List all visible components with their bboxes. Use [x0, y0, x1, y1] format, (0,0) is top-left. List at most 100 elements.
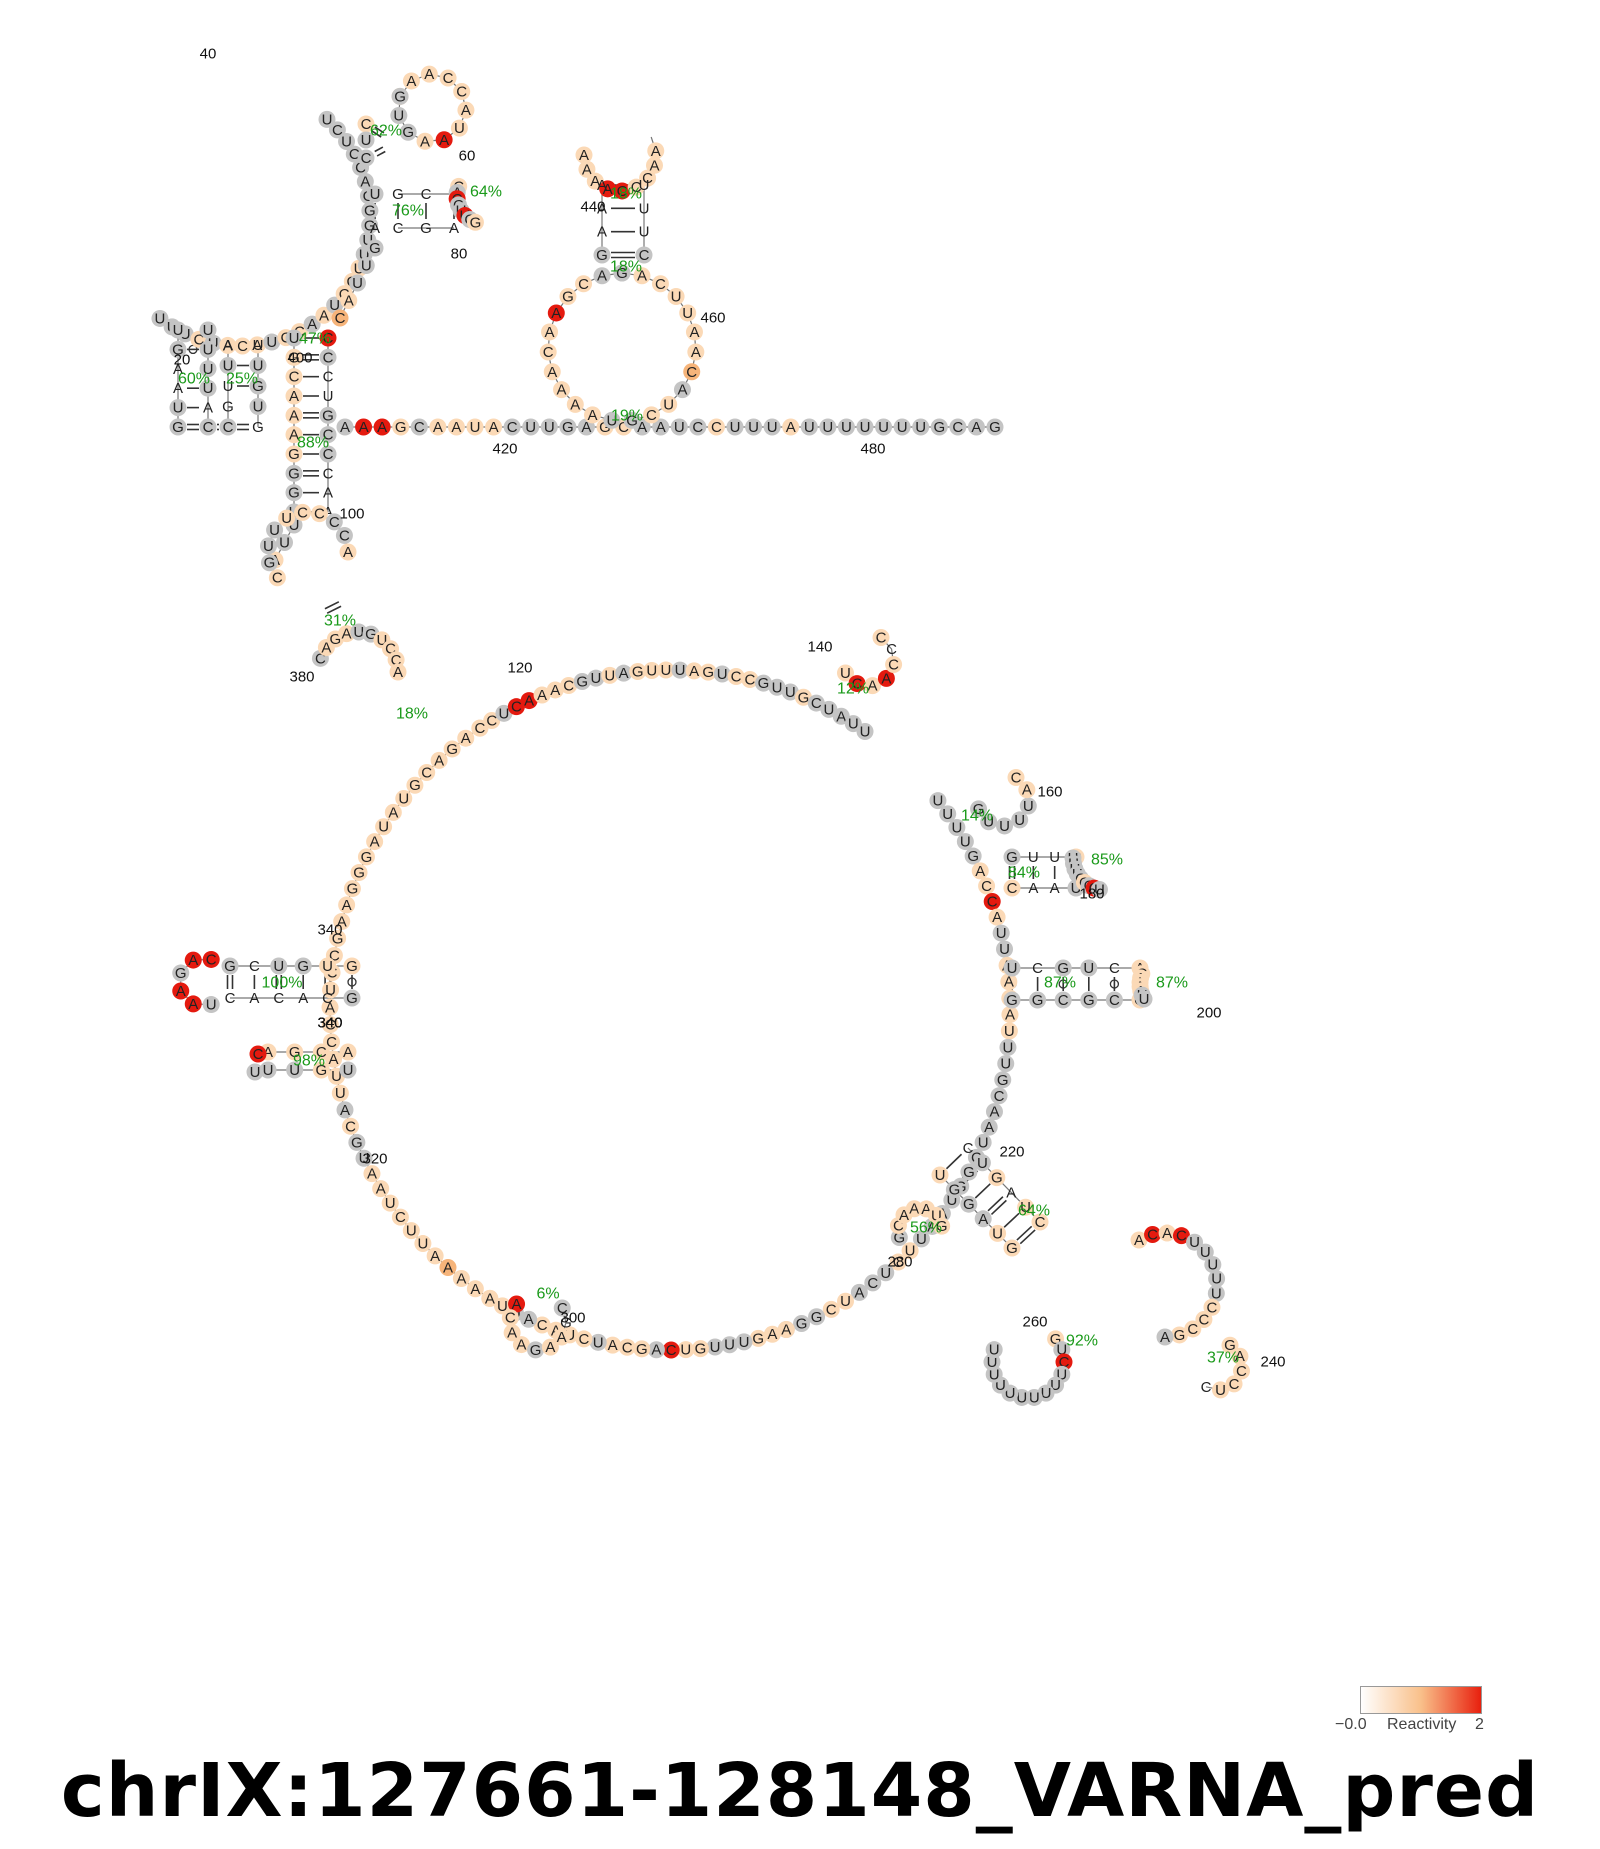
loop-nucleotide: U	[395, 790, 413, 808]
loop-nucleotide: A	[366, 833, 384, 851]
loop-nucleotide: A	[452, 1269, 470, 1287]
nucleotide: C	[1054, 991, 1072, 1009]
nucleotide: A	[249, 990, 259, 1007]
svg-text:U: U	[841, 419, 852, 436]
loop-nucleotide: A	[338, 896, 356, 914]
helix-confidence-label: 18%	[396, 706, 428, 723]
svg-text:A: A	[557, 1329, 567, 1346]
nucleotide: A	[339, 543, 357, 561]
svg-text:U: U	[977, 1155, 988, 1172]
svg-text:A: A	[323, 504, 333, 521]
svg-text:U: U	[639, 224, 650, 241]
nucleotide: C	[285, 368, 303, 386]
svg-text:G: G	[175, 965, 187, 982]
svg-text:C: C	[563, 677, 574, 694]
nucleotide: G	[1170, 1326, 1188, 1344]
helix-confidence-label: 64%	[1018, 1203, 1050, 1220]
nucleotide: C	[501, 1309, 519, 1327]
nucleotide: G	[286, 1043, 304, 1061]
loop-nucleotide: A	[533, 686, 551, 704]
svg-text:U: U	[1083, 960, 1094, 977]
position-label: 240	[1260, 1354, 1285, 1371]
svg-text:U: U	[203, 341, 214, 358]
svg-text:G: G	[973, 801, 985, 818]
nucleotide: C	[393, 220, 404, 237]
svg-text:G: G	[446, 741, 458, 758]
helix-confidence-label: 31%	[324, 613, 356, 630]
loop-nucleotide: G	[691, 1340, 709, 1358]
loop-nucleotide: G	[443, 740, 461, 758]
base-pair-bond	[1019, 1229, 1036, 1245]
svg-text:U: U	[359, 1150, 370, 1167]
loop-nucleotide: C	[727, 667, 745, 685]
loop-nucleotide: U	[671, 661, 689, 679]
nucleotide: A	[541, 323, 559, 341]
nucleotide: C	[1201, 1379, 1212, 1396]
base-pair-bond	[376, 150, 386, 157]
nucleotide: A	[543, 363, 561, 381]
svg-text:C: C	[893, 1254, 904, 1271]
svg-text:U: U	[497, 1298, 508, 1315]
svg-text:G: G	[636, 1341, 648, 1358]
svg-text:U: U	[951, 820, 962, 837]
position-label: 340	[317, 1015, 342, 1032]
svg-text:U: U	[724, 1337, 735, 1354]
loop-nucleotide: U	[939, 805, 957, 823]
loop-nucleotide: G	[357, 848, 375, 866]
nucleotide: U	[1025, 1388, 1043, 1406]
svg-text:A: A	[1134, 1232, 1144, 1249]
svg-text:G: G	[288, 349, 300, 366]
position-label: 20	[174, 352, 191, 369]
loop-nucleotide: A	[520, 1310, 538, 1328]
nucleotide: G	[1221, 1336, 1239, 1354]
nucleotide: C	[268, 569, 286, 587]
svg-text:U: U	[498, 705, 509, 722]
svg-text:A: A	[342, 897, 352, 914]
svg-text:C: C	[642, 170, 653, 187]
tail-nucleotide: U	[819, 418, 837, 436]
nucleotide: U	[259, 1061, 277, 1079]
loop-nucleotide: A	[763, 1325, 781, 1343]
svg-text:C: C	[537, 1317, 548, 1334]
svg-text:G: G	[963, 1164, 975, 1181]
svg-text:A: A	[252, 337, 262, 354]
loop-nucleotide: G	[329, 929, 347, 947]
svg-text:U: U	[1004, 1023, 1015, 1040]
svg-text:C: C	[655, 276, 666, 293]
svg-text:A: A	[367, 1166, 377, 1183]
nucleotide: G	[960, 1195, 978, 1213]
nucleotide: G	[361, 216, 379, 234]
loop-nucleotide: C	[391, 1208, 409, 1226]
tail-nucleotide: U	[875, 418, 893, 436]
nucleotide: G	[527, 1341, 545, 1359]
loop-nucleotide: A	[363, 1165, 381, 1183]
svg-text:A: A	[377, 419, 387, 436]
svg-text:U: U	[660, 662, 671, 679]
nucleotide: C	[325, 513, 343, 531]
loop-nucleotide: A	[520, 692, 538, 710]
svg-text:C: C	[1201, 1379, 1212, 1396]
nucleotide: C	[319, 426, 337, 444]
base-pair-bond	[990, 1199, 1007, 1216]
nucleotide: G	[285, 464, 303, 482]
nucleotide: A	[597, 224, 607, 241]
nucleotide: C	[575, 275, 593, 293]
svg-text:U: U	[840, 665, 851, 682]
reactivity-color-scale	[1360, 1686, 1482, 1714]
nucleotide: A	[1018, 781, 1036, 799]
loop-nucleotide: C	[321, 1016, 339, 1034]
svg-text:G: G	[632, 664, 644, 681]
loop-nucleotide: U	[901, 1242, 919, 1260]
svg-text:C: C	[237, 338, 248, 355]
svg-text:C: C	[314, 506, 325, 523]
nucleotide: U	[1207, 1284, 1225, 1302]
loop-nucleotide: A	[336, 1101, 354, 1119]
svg-text:C: C	[474, 720, 485, 737]
svg-text:U: U	[1007, 960, 1018, 977]
svg-text:C: C	[253, 1046, 264, 1063]
svg-text:C: C	[273, 990, 284, 1007]
position-label: 80	[451, 246, 468, 263]
tail-nucleotide: U	[800, 418, 818, 436]
loop-nucleotide: C	[807, 694, 825, 712]
svg-text:C: C	[617, 183, 628, 200]
